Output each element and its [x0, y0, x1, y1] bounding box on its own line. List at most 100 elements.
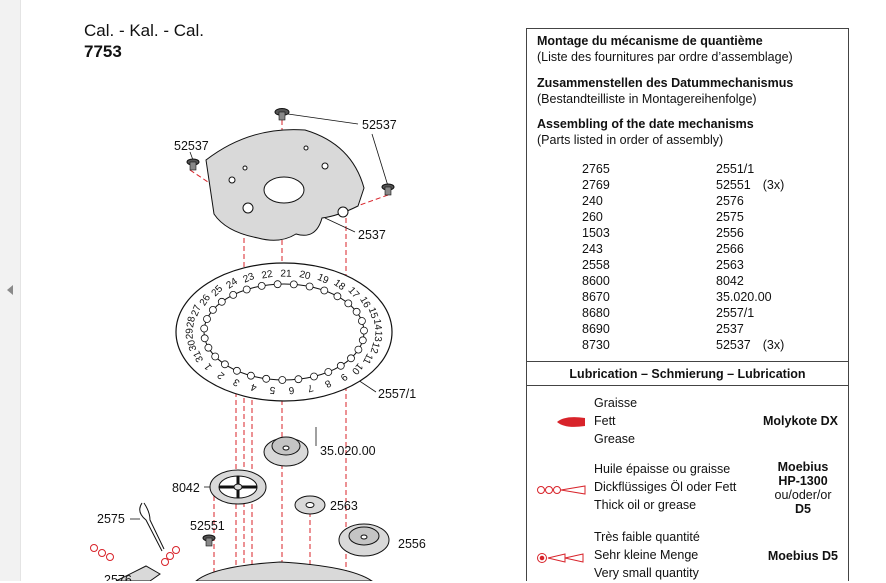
- part-number: 8042: [716, 274, 744, 288]
- plate-2537: [205, 129, 365, 241]
- date-ring-tooth: [246, 371, 255, 380]
- date-ring-tooth: [310, 372, 318, 381]
- part-number: 52537(3x): [716, 337, 784, 353]
- lubrication-text: Huile épaisse ou graisse Dickflüssiges Ö…: [594, 460, 736, 514]
- date-ring-tooth: [357, 317, 366, 325]
- label-wheel-8042: 8042: [172, 481, 200, 495]
- date-ring-number: 8: [322, 377, 332, 390]
- date-ring-number: 12: [367, 341, 381, 355]
- label-partial-2576: 2576: [104, 573, 132, 581]
- date-ring-number: 22: [261, 269, 274, 282]
- part-number: 8670: [582, 290, 610, 304]
- lub-line: Thick oil or grease: [594, 498, 697, 512]
- lub-line: Fett: [594, 414, 616, 428]
- header-fr: Montage du mécanisme de quantième (Liste…: [537, 33, 793, 65]
- date-ring-tooth: [305, 282, 314, 291]
- date-ring-tooth: [229, 290, 238, 299]
- label-wheel-2563: 2563: [330, 499, 358, 513]
- date-ring-tooth: [344, 299, 353, 308]
- wheel-35-020-00: [263, 436, 309, 467]
- lub-product-line: Moebius: [777, 460, 829, 474]
- part-number: 35.020.00: [716, 290, 772, 304]
- lubrication-row-small-quantity: Très faible quantité Sehr kleine Menge V…: [527, 527, 848, 583]
- part-number: 2765: [582, 162, 610, 176]
- date-ring-number: 7: [306, 382, 315, 394]
- lubrication-markers: [90, 544, 180, 566]
- lubrication-text: Très faible quantité Sehr kleine Menge V…: [594, 528, 700, 582]
- part-number: 2575: [716, 210, 744, 224]
- part-number: 8690: [582, 322, 610, 336]
- date-ring-tooth: [358, 336, 367, 345]
- left-collapse-handle[interactable]: [0, 0, 21, 581]
- date-ring-number: 4: [249, 381, 258, 393]
- part-number: 1503: [582, 226, 610, 240]
- date-ring-number: 30: [186, 338, 199, 352]
- date-ring-tooth: [257, 281, 266, 290]
- lubricant-product: Moebius D5: [767, 549, 838, 563]
- date-ring-number: 11: [360, 351, 375, 366]
- date-ring-tooth: [203, 315, 211, 323]
- part-number: 52551(3x): [716, 177, 784, 193]
- lub-line: Sehr kleine Menge: [594, 548, 699, 562]
- date-ring-tooth: [324, 368, 333, 376]
- label-screw-top: 52537: [362, 118, 397, 132]
- date-ring-tooth: [211, 352, 220, 361]
- lub-line: Graisse: [594, 396, 638, 410]
- lubrication-title: Lubrication – Schmierung – Lubrication: [569, 367, 806, 381]
- wheel-8042: [209, 469, 267, 505]
- date-ring-tooth: [352, 307, 361, 316]
- lub-product-line: D5: [795, 502, 811, 516]
- header-fr-sub: (Liste des fournitures par ordre d’assem…: [537, 50, 793, 64]
- lub-line: Dickflüssiges Öl oder Fett: [594, 480, 737, 494]
- date-ring-tooth: [273, 280, 282, 289]
- date-ring-tooth: [217, 297, 226, 306]
- part-number-value: 52537: [716, 338, 751, 352]
- date-ring-tooth: [347, 354, 355, 363]
- part-number: 2563: [716, 258, 744, 272]
- label-plate: 2537: [358, 228, 386, 242]
- date-ring-tooth: [360, 326, 368, 335]
- date-ring-number: 3: [231, 376, 242, 389]
- label-date-ring: 2557/1: [378, 387, 416, 401]
- date-ring-number: 6: [288, 384, 295, 395]
- part-number: 8730: [582, 338, 610, 352]
- date-ring-number: 15: [366, 306, 380, 321]
- date-ring-tooth: [262, 374, 271, 383]
- date-ring-tooth: [232, 366, 241, 375]
- date-ring-tooth: [242, 285, 251, 294]
- lub-product-line: HP-1300: [778, 474, 828, 488]
- part-number: 2558: [582, 258, 610, 272]
- part-number: 243: [582, 242, 603, 256]
- date-ring-tooth: [200, 334, 209, 343]
- lub-line: Très faible quantité: [594, 530, 700, 544]
- date-ring-number: 29: [184, 328, 195, 340]
- date-ring-number: 31: [191, 349, 206, 364]
- date-ring-tooth: [320, 286, 329, 295]
- lubricant-product: Molykote DX: [762, 414, 838, 428]
- header-de: Zusammenstellen des Datummechanismus (Be…: [537, 75, 793, 107]
- date-ring-tooth: [220, 360, 229, 369]
- date-ring-tooth: [208, 305, 217, 314]
- spring-2575: [139, 502, 165, 552]
- part-number: 2556: [716, 226, 744, 240]
- part-number: 2769: [582, 178, 610, 192]
- chevron-left-icon[interactable]: [7, 285, 13, 295]
- date-ring-number: 19: [315, 272, 330, 287]
- date-ring-number: 1: [202, 361, 214, 372]
- part-number: 260: [582, 210, 603, 224]
- parts-list-panel: Montage du mécanisme de quantième (Liste…: [526, 28, 849, 581]
- lub-product-line: ou/oder/or: [774, 488, 832, 502]
- screw-52537-right: [381, 183, 395, 196]
- lubrication-text: Graisse Fett Grease: [594, 394, 637, 448]
- date-ring-number: 27: [190, 303, 204, 318]
- part-number-value: 52551: [716, 178, 751, 192]
- date-ring-tooth: [289, 280, 298, 289]
- date-ring-number: 21: [280, 269, 292, 280]
- lub-line: Very small quantity: [594, 566, 699, 580]
- date-ring-tooth: [336, 361, 345, 370]
- date-ring-number: 16: [357, 295, 372, 311]
- small-quantity-icon: [537, 553, 584, 563]
- part-number: 8600: [582, 274, 610, 288]
- date-ring-tooth: [354, 345, 363, 354]
